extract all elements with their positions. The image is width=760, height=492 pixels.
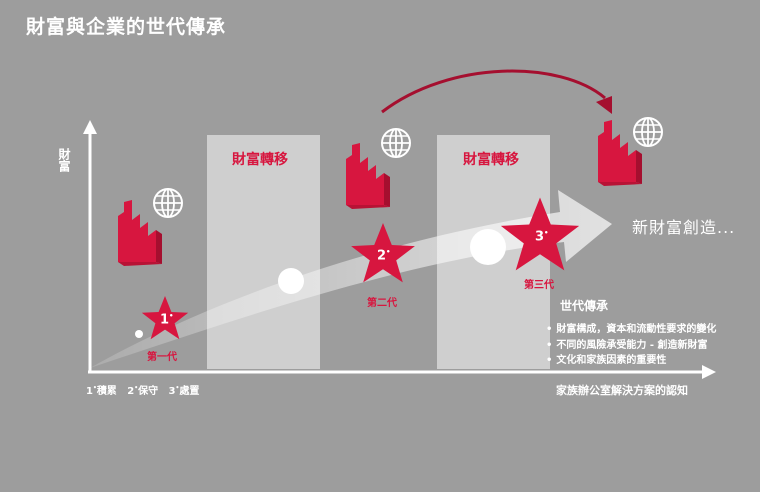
star-1: [141, 296, 189, 340]
star-2-number: 2•: [377, 248, 391, 264]
star-2: [351, 223, 415, 283]
generation-3-label: 第三代: [524, 280, 554, 291]
legend-item-1: 1•積累: [86, 384, 117, 397]
star-3-number: 3•: [535, 229, 549, 245]
legend: 1•積累 2•保守 3•處置: [86, 382, 199, 397]
transfer-band-1-title: 財富轉移: [232, 152, 288, 168]
globe-icon-3: [633, 117, 663, 147]
dot-small: [135, 330, 143, 338]
legend-item-2: 2•保守: [127, 384, 159, 397]
y-axis-arrowhead: [83, 120, 97, 134]
star-3: [500, 197, 580, 271]
globe-icon-1: [153, 188, 183, 218]
legend-item-3: 3•處置: [168, 384, 200, 397]
list-item: 財富構成，資本和流動性要求的變化: [546, 322, 716, 338]
globe-icon-2: [381, 128, 411, 158]
generation-box-list: 財富構成，資本和流動性要求的變化 不同的風險承受能力 - 創造新財富 文化和家族…: [546, 322, 716, 369]
dot-large: [470, 229, 506, 265]
generation-2-label: 第二代: [367, 298, 397, 309]
new-wealth-label: 新財富創造...: [632, 218, 736, 237]
transfer-band-1: [207, 135, 320, 369]
transfer-curve-arrow: [381, 69, 606, 114]
star-1-number: 1•: [160, 312, 174, 328]
factory-icon-2: [346, 143, 390, 209]
y-axis-label: 財富: [57, 148, 71, 172]
x-axis-arrowhead: [702, 365, 716, 379]
list-item: 不同的風險承受能力 - 創造新財富: [546, 338, 716, 354]
page-title: 財富與企業的世代傳承: [26, 16, 227, 38]
transfer-band-2-title: 財富轉移: [463, 152, 519, 168]
dot-medium: [278, 268, 304, 294]
x-axis-label: 家族辦公室解決方案的認知: [556, 384, 688, 397]
generation-box-title: 世代傳承: [560, 299, 609, 313]
generation-1-label: 第一代: [147, 352, 177, 363]
factory-icon-3: [598, 120, 642, 186]
transfer-curve-arrowhead: [596, 96, 612, 114]
list-item: 文化和家族因素的重要性: [546, 353, 716, 369]
